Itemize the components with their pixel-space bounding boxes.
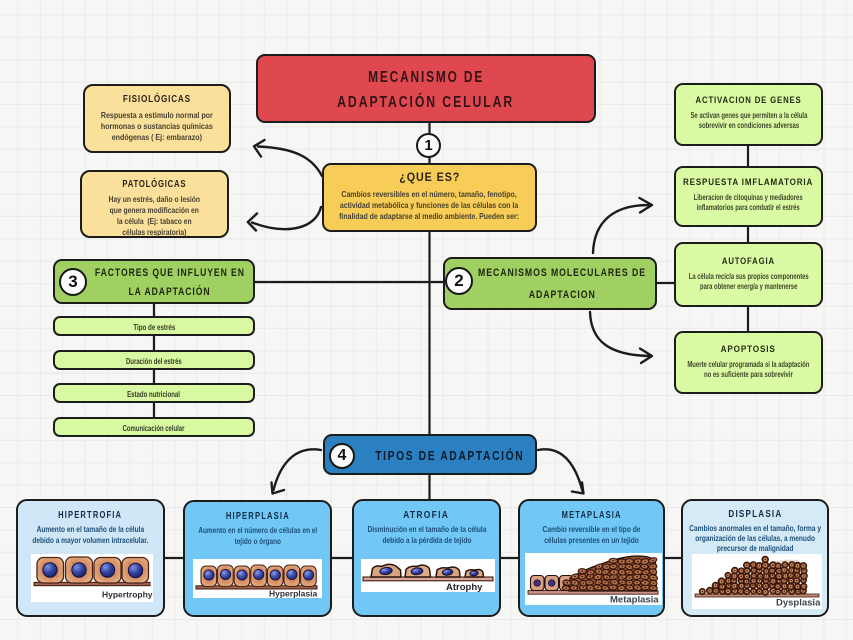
svg-text:Metaplasia: Metaplasia	[610, 595, 659, 606]
svg-text:Dysplasia: Dysplasia	[776, 598, 821, 609]
svg-text:Hyperplasia: Hyperplasia	[269, 589, 317, 599]
svg-text:Atrophy: Atrophy	[446, 582, 483, 592]
svg-text:Hypertrophy: Hypertrophy	[102, 590, 153, 600]
